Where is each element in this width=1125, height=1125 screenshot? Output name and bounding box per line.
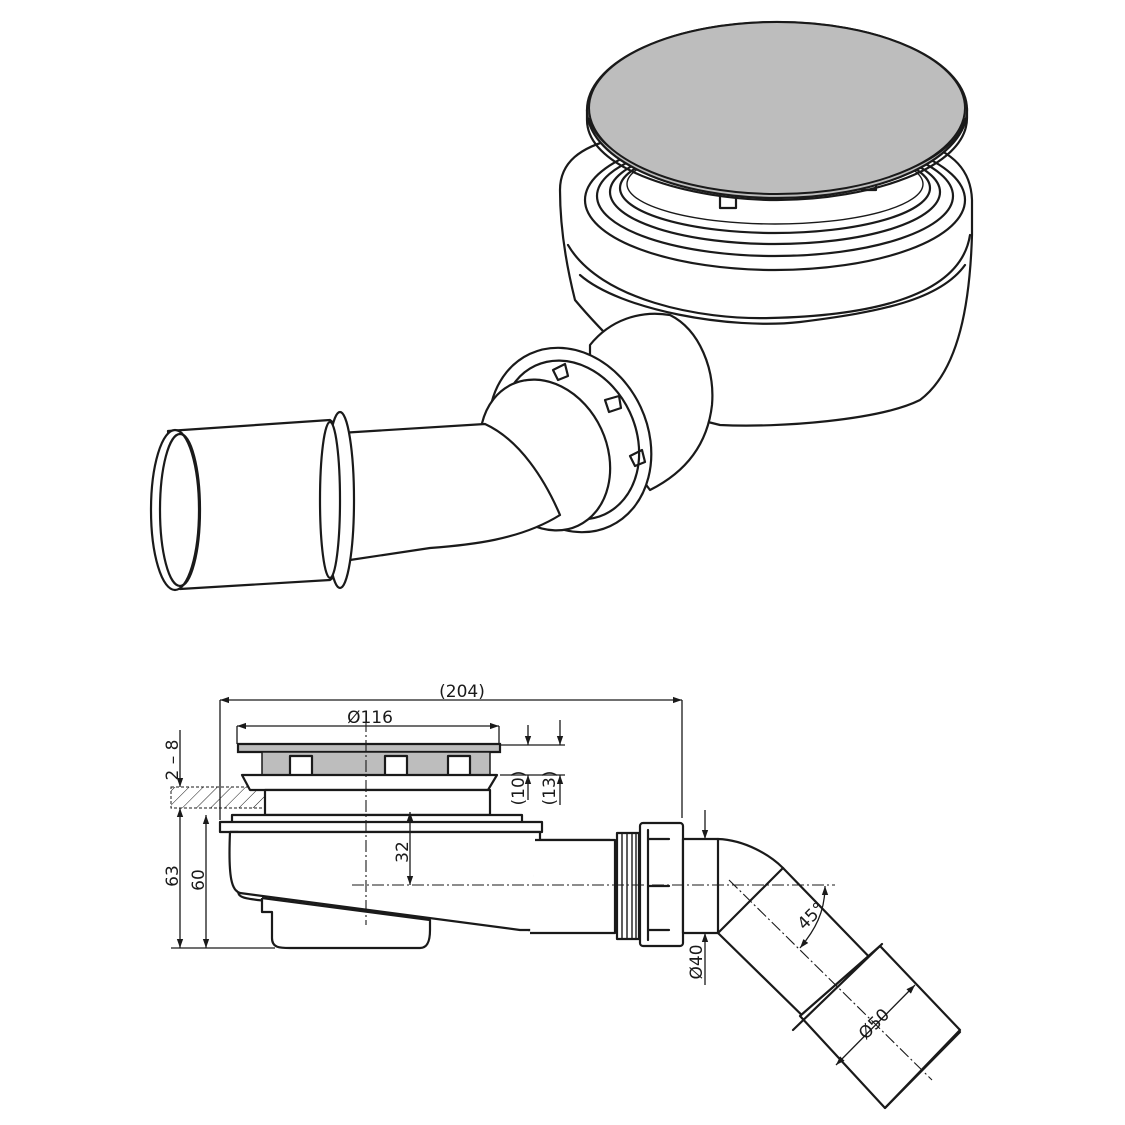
- pipe-opening: [149, 428, 201, 592]
- dim-body-height: 60: [189, 869, 209, 891]
- flange: [218, 820, 544, 834]
- isometric-view: [149, 20, 974, 592]
- dim-outlet-axis: 32: [393, 841, 413, 863]
- dim-overall-length: (204): [439, 682, 485, 702]
- elbow-pipe: [338, 422, 562, 562]
- dim-grate-outer: (13): [540, 771, 560, 806]
- elevation-view: (204) Ø116 2 – 8 63 60 32 (10) (13) Ø40 …: [163, 682, 962, 1110]
- dim-grate-inner: (10): [509, 771, 529, 806]
- dim-total-height: 63: [163, 865, 183, 887]
- dim-tile-thickness: 2 – 8: [163, 740, 183, 781]
- elbow-section: [681, 837, 880, 1030]
- dim-cover-diameter: Ø116: [347, 708, 393, 728]
- dim-outlet-diameter: Ø40: [687, 944, 707, 979]
- cover-section: [236, 742, 502, 754]
